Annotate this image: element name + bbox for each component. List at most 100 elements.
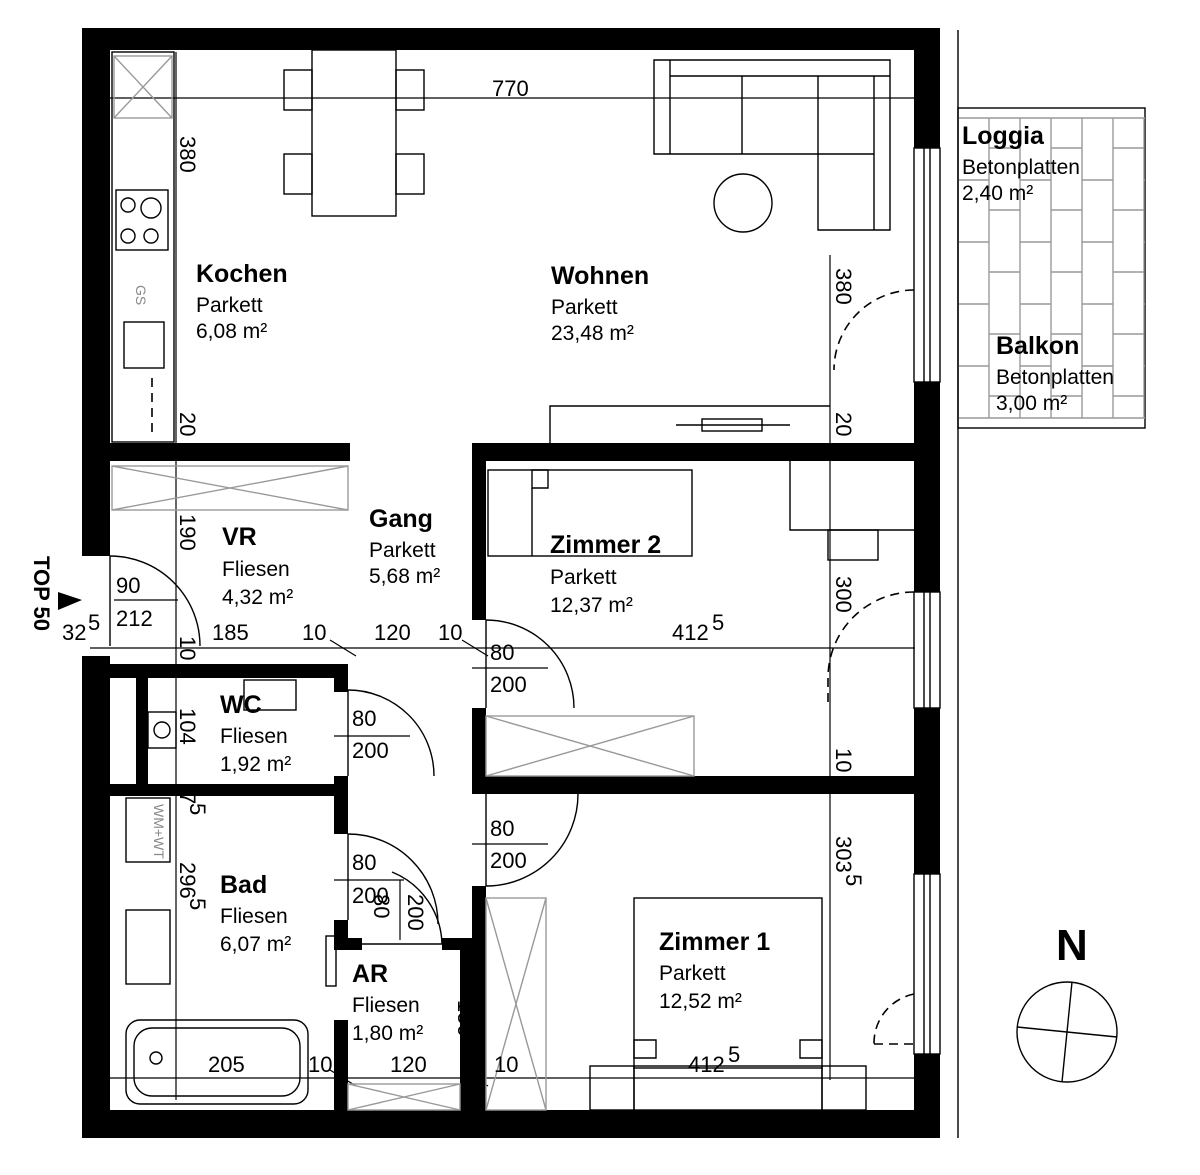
door-zimmer2-width: 80 — [490, 640, 514, 665]
ar-cross — [347, 1083, 461, 1111]
dishwasher-label: GS — [133, 285, 149, 305]
dim-20-right: 20 — [831, 412, 856, 436]
bed-zimmer2 — [487, 469, 693, 557]
dim-150: 150 — [453, 1000, 478, 1037]
balcony-paving — [957, 107, 1146, 429]
bed-zimmer1 — [589, 897, 867, 1111]
room-kochen: Kochen Parkett 6,08 m² — [196, 260, 288, 343]
room-name-ar: AR — [352, 960, 388, 988]
room-area-zimmer2: 12,37 m² — [550, 594, 633, 617]
dim-412-5-b: 412 5 — [688, 1042, 740, 1077]
dimension-lines — [90, 52, 915, 1100]
room-area-balkon: 3,00 m² — [996, 392, 1067, 415]
room-area-wohnen: 23,48 m² — [551, 322, 634, 345]
door-label-entry: 90 212 — [114, 573, 178, 631]
dimension-labels: 770 380 380 20 20 190 185 10 120 10 412 … — [62, 76, 866, 1077]
washing-machine-icon — [125, 797, 171, 863]
room-name-zimmer1: Zimmer 1 — [659, 928, 770, 956]
room-area-gang: 5,68 m² — [369, 565, 440, 588]
room-floor-loggia: Betonplatten — [962, 156, 1080, 179]
room-ar: AR Fliesen 1,80 m² — [352, 960, 423, 1045]
room-bad: Bad Fliesen 6,07 m² — [220, 871, 291, 956]
wardrobe-zimmer1 — [485, 897, 547, 1111]
kitchen-counter: GS — [111, 51, 175, 443]
room-name-kochen: Kochen — [196, 260, 288, 288]
dim-20-left: 20 — [175, 412, 200, 436]
coffee-table — [713, 173, 773, 233]
door-bad-width: 80 — [352, 850, 376, 875]
room-zimmer2: Zimmer 2 Parkett 12,37 m² — [550, 531, 661, 617]
cooktop-icon — [115, 189, 169, 251]
windows — [913, 147, 941, 1055]
dim-303-main: 303 — [831, 836, 856, 873]
dim-300: 300 — [831, 576, 856, 613]
dim-10-c: 10 — [494, 1052, 518, 1077]
dim-10-a: 10 — [302, 620, 326, 645]
sink-icon — [123, 321, 165, 369]
room-floor-gang: Parkett — [369, 539, 436, 562]
room-floor-vr: Fliesen — [222, 558, 290, 581]
room-area-bad: 6,07 m² — [220, 933, 291, 956]
dim-10-bath: 10 — [308, 1052, 332, 1077]
room-name-loggia: Loggia — [962, 122, 1045, 150]
room-name-zimmer2: Zimmer 2 — [550, 531, 661, 559]
dim-412-a-sup: 5 — [712, 610, 724, 635]
room-area-zimmer1: 12,52 m² — [659, 990, 742, 1013]
dim-10-b: 10 — [438, 620, 462, 645]
dim-205: 205 — [208, 1052, 245, 1077]
north-label: N — [1056, 921, 1088, 970]
door-label-zimmer1: 80 200 — [472, 816, 548, 873]
wmwt-label: WM+WT — [151, 804, 167, 859]
door-entry-height: 212 — [116, 606, 153, 631]
room-loggia: Loggia Betonplatten 2,40 m² — [962, 122, 1080, 205]
washbasin-icon — [125, 909, 171, 985]
room-gang: Gang Parkett 5,68 m² — [369, 505, 440, 588]
entrance-label: TOP 50 — [29, 556, 54, 631]
dim-7-5: 7 5 — [175, 792, 210, 815]
room-name-balkon: Balkon — [996, 332, 1079, 360]
room-name-bad: Bad — [220, 871, 267, 899]
door-label-bad: 80 200 — [334, 850, 404, 908]
room-floor-zimmer2: Parkett — [550, 566, 617, 589]
room-area-kochen: 6,08 m² — [196, 320, 267, 343]
wardrobe-vr — [111, 465, 349, 511]
room-vr: VR Fliesen 4,32 m² — [222, 523, 293, 609]
door-zimmer1-width: 80 — [490, 816, 514, 841]
room-floor-zimmer1: Parkett — [659, 962, 726, 985]
dim-104: 104 — [175, 708, 200, 745]
dim-296-5: 296 5 — [175, 862, 210, 910]
wardrobe-zimmer2 — [485, 715, 695, 777]
room-name-wc: WC — [220, 691, 262, 719]
dim-770: 770 — [492, 76, 529, 101]
tv-sideboard — [549, 405, 830, 443]
dim-412-a-main: 412 — [672, 620, 709, 645]
dim-190: 190 — [175, 514, 200, 551]
bad-fixtures: WM+WT — [125, 797, 337, 1105]
dim-303-5: 303 5 — [831, 836, 866, 886]
room-balkon: Balkon Betonplatten 3,00 m² — [996, 332, 1114, 415]
room-area-vr: 4,32 m² — [222, 586, 293, 609]
door-entry-width: 90 — [116, 573, 140, 598]
dim-412-5-a: 412 5 — [672, 610, 724, 645]
north-compass: N — [1016, 921, 1118, 1083]
room-wc: WC Fliesen 1,92 m² — [220, 691, 291, 776]
dim-7-main: 7 — [175, 792, 200, 804]
dim-303-sup: 5 — [841, 874, 866, 886]
doors — [109, 289, 915, 1045]
room-name-wohnen: Wohnen — [551, 262, 649, 290]
entrance-marker: TOP 50 — [29, 556, 82, 631]
dim-32-5: 32 5 — [62, 610, 100, 645]
room-floor-wohnen: Parkett — [551, 296, 618, 319]
door-wc-height: 200 — [352, 738, 389, 763]
door-label-ar: 80 200 — [369, 880, 428, 940]
entrance-arrow-icon — [58, 592, 82, 610]
dim-412-b-main: 412 — [688, 1052, 725, 1077]
room-wohnen: Wohnen Parkett 23,48 m² — [551, 262, 649, 345]
dim-296-sup: 5 — [185, 898, 210, 910]
room-floor-ar: Fliesen — [352, 994, 420, 1017]
dim-32-main: 32 — [62, 620, 86, 645]
room-floor-kochen: Parkett — [196, 294, 263, 317]
door-ar-height: 200 — [403, 894, 428, 931]
bathtub-icon — [125, 1019, 309, 1105]
